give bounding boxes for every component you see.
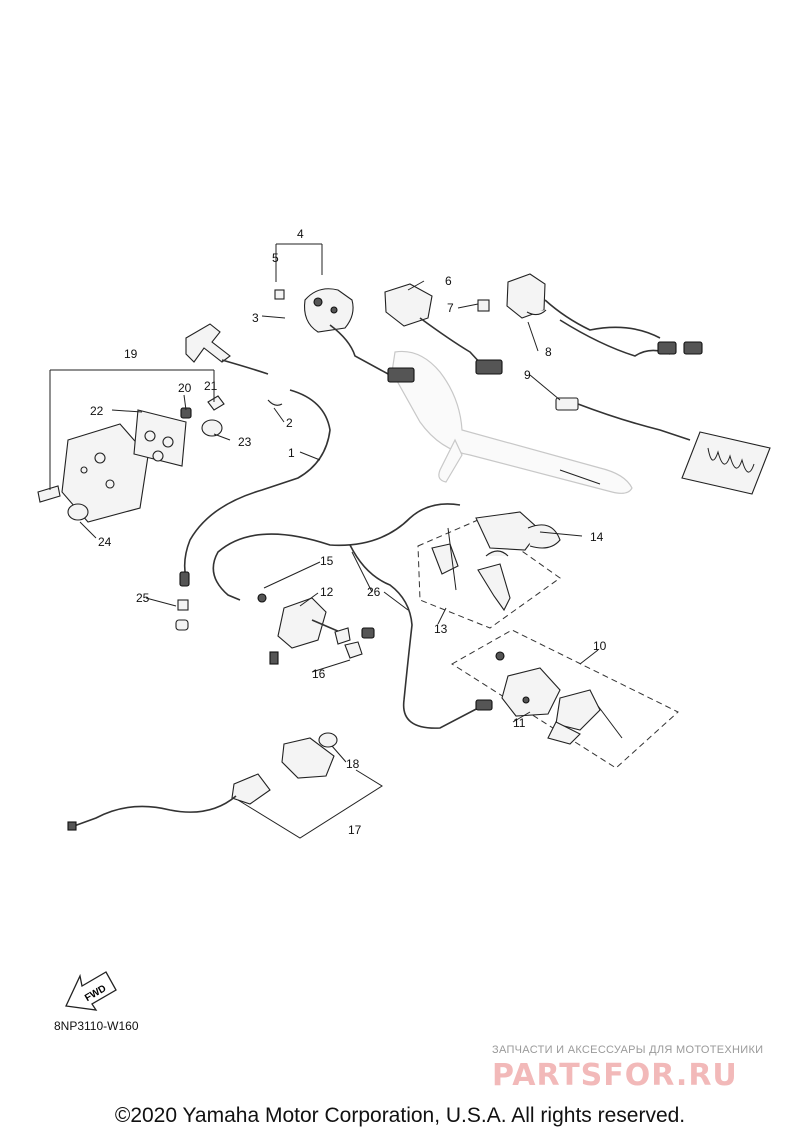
diagram-code: 8NP3110-W160 <box>54 1019 139 1033</box>
copyright-notice: ©2020 Yamaha Motor Corporation, U.S.A. A… <box>114 1104 686 1127</box>
callout-20: 20 <box>178 381 192 395</box>
callout-24: 24 <box>98 535 112 549</box>
callout-17: 17 <box>348 823 362 837</box>
fwd-arrow-icon: FWD <box>65 971 117 1011</box>
release-cable-17 <box>67 732 338 831</box>
grip-heater <box>555 397 771 495</box>
callout-9: 9 <box>524 368 531 382</box>
callout-19: 19 <box>124 347 138 361</box>
brake-cable-26 <box>212 503 493 729</box>
brake-switch <box>257 593 363 665</box>
callout-8: 8 <box>545 345 552 359</box>
callout-23: 23 <box>238 435 252 449</box>
callout-12: 12 <box>320 585 334 599</box>
callout-2: 2 <box>286 416 293 430</box>
callout-5: 5 <box>272 251 279 265</box>
callout-11: 11 <box>513 716 526 730</box>
callout-15: 15 <box>320 554 334 568</box>
callout-6: 6 <box>445 274 452 288</box>
callout-16: 16 <box>312 667 326 681</box>
callout-1: 1 <box>288 446 295 460</box>
callout-26: 26 <box>367 585 381 599</box>
cable-end-25 <box>175 599 189 631</box>
callout-18: 18 <box>346 757 360 771</box>
callout-14: 14 <box>590 530 604 544</box>
leader-lines <box>49 243 599 839</box>
callout-13: 13 <box>434 622 448 636</box>
callout-10: 10 <box>593 639 607 653</box>
throttle-housing <box>477 273 703 357</box>
brake-lever-assembly <box>451 629 679 769</box>
watermark-logo: PARTSFOR.RU <box>492 1058 738 1093</box>
callout-25: 25 <box>136 591 150 605</box>
watermark-tagline: ЗАПЧАСТИ И АКСЕССУАРЫ ДЛЯ МОТОТЕХНИКИ <box>492 1044 764 1056</box>
parking-brake-lever <box>417 469 601 629</box>
left-switch-assembly <box>274 288 415 383</box>
callout-4: 4 <box>297 227 304 241</box>
callout-labels: 4 5 3 6 7 8 9 19 20 21 22 23 24 2 1 14 1… <box>90 227 607 837</box>
right-switch-housing <box>384 283 503 375</box>
callout-7: 7 <box>447 301 454 315</box>
callout-3: 3 <box>252 311 259 325</box>
throttle-cable <box>179 389 331 587</box>
throttle-lever-panel <box>37 323 269 523</box>
handlebar <box>391 350 633 494</box>
callout-22: 22 <box>90 404 104 418</box>
callout-21: 21 <box>204 379 218 393</box>
